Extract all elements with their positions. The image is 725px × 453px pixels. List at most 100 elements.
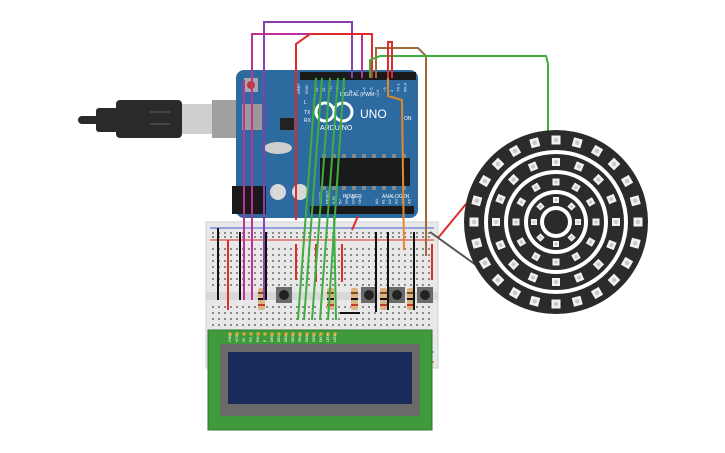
lcd-pin[interactable] xyxy=(277,332,281,336)
push-button[interactable] xyxy=(389,287,405,303)
neopixel-leds xyxy=(469,135,643,309)
lcd-pin[interactable] xyxy=(263,332,267,336)
lcd-pin-label: V0 xyxy=(242,338,246,342)
digital-header xyxy=(300,72,416,80)
pin-label: A5 xyxy=(407,198,412,204)
crystal-oscillator xyxy=(264,142,292,154)
resistor xyxy=(380,288,387,310)
wire-magenta xyxy=(251,33,363,300)
lcd-pin[interactable] xyxy=(312,332,316,336)
pin-label: A2 xyxy=(387,198,392,204)
lcd-pin[interactable] xyxy=(242,332,246,336)
pin-label: GND xyxy=(351,195,356,204)
led-on-label: ON xyxy=(404,116,412,122)
wire-green xyxy=(333,215,337,321)
lcd-pin[interactable] xyxy=(333,332,337,336)
pin-label: A0 xyxy=(374,198,379,204)
pin-label: Vin xyxy=(357,198,362,204)
wire-green xyxy=(369,55,549,150)
lcd-pin-label: DB3 xyxy=(291,335,295,342)
gnd-label: GND xyxy=(304,85,309,94)
wire-red xyxy=(437,203,467,239)
pin-label: RESET xyxy=(325,190,330,204)
pin-label: 5V xyxy=(338,199,343,204)
resistor xyxy=(351,288,358,310)
lcd-pin[interactable] xyxy=(249,332,253,336)
capacitor xyxy=(270,184,286,200)
led-l-label: L xyxy=(304,100,307,106)
lcd-pin-label: DB1 xyxy=(277,335,281,342)
lcd-pin[interactable] xyxy=(228,332,232,336)
lcd-pin[interactable] xyxy=(270,332,274,336)
aref-label: AREF xyxy=(296,83,301,94)
lcd-pin-label: RW xyxy=(256,336,260,342)
wire-red xyxy=(387,41,393,78)
wire-purple xyxy=(263,21,353,300)
wire-green xyxy=(303,77,323,321)
wire-green xyxy=(311,77,331,321)
pin-label: RX 0 xyxy=(402,82,407,92)
led-tx-label: TX xyxy=(304,110,311,116)
lcd-screen xyxy=(228,352,412,404)
pin-label: ~3 xyxy=(382,87,387,92)
pin-label: GND xyxy=(344,195,349,204)
push-button[interactable] xyxy=(361,287,377,303)
lcd-pin[interactable] xyxy=(298,332,302,336)
pin-label: A1 xyxy=(381,198,386,204)
pin-label: TX 1 xyxy=(396,83,401,92)
pin-label: 7 xyxy=(355,89,360,92)
pin-label: 12 xyxy=(321,87,326,92)
digital-header-label: DIGITAL (PWM~) xyxy=(340,92,379,98)
arduino-uno-board[interactable]: ARDUINO UNO DIGITAL (PWM~) POWER ANALOG … xyxy=(232,70,418,218)
neopixel-rings[interactable] xyxy=(464,130,648,314)
usb-chip xyxy=(280,118,294,130)
resistor xyxy=(407,288,414,310)
pin-label: ~6 xyxy=(362,87,367,92)
lcd-pin[interactable] xyxy=(305,332,309,336)
lcd-pin-label: DB2 xyxy=(284,335,288,342)
pin-label: ~5 xyxy=(368,87,373,92)
arduino-brand-label: ARDUINO xyxy=(320,125,353,132)
lcd-pin[interactable] xyxy=(235,332,239,336)
pin-label: A3 xyxy=(394,198,399,204)
wire-red xyxy=(351,215,359,231)
lcd-pin-label: DB4 xyxy=(298,335,302,342)
wire-green xyxy=(327,77,345,321)
lcd-pin-label: GND xyxy=(228,334,232,342)
breadboard-jumpers xyxy=(217,228,433,314)
pin-label: 8 xyxy=(348,89,353,92)
power-analog-header xyxy=(310,206,414,214)
lcd-pin[interactable] xyxy=(256,332,260,336)
pin-label: 4 xyxy=(375,89,380,92)
lcd-pin[interactable] xyxy=(284,332,288,336)
lcd-pin[interactable] xyxy=(291,332,295,336)
atmega-chip xyxy=(320,158,410,186)
lcd-pin[interactable] xyxy=(326,332,330,336)
capacitor xyxy=(292,184,308,200)
lcd-pin-label: DB5 xyxy=(305,335,309,342)
pin-label: 13 xyxy=(314,87,319,92)
lcd-pin-label: LED+ xyxy=(326,333,330,342)
lcd-pin[interactable] xyxy=(319,332,323,336)
usb-cable xyxy=(78,100,262,138)
pin-label: 3.3V xyxy=(331,195,336,204)
wire-green xyxy=(297,77,317,321)
lcd-pin-label: DB7 xyxy=(319,335,323,342)
wire-red xyxy=(295,33,373,220)
lcd-pin-label: LED- xyxy=(333,333,337,342)
pin-label: 2 xyxy=(389,89,394,92)
lcd-pin-label: E xyxy=(263,339,267,342)
wires xyxy=(243,21,641,321)
arduino-model-label: UNO xyxy=(360,107,387,121)
push-button[interactable] xyxy=(276,287,292,303)
led-rx-label: RX xyxy=(304,118,312,124)
wire-green xyxy=(319,77,339,321)
lcd-pin-label: RS xyxy=(249,336,253,342)
wire-orange xyxy=(387,78,405,251)
power-header-label: POWER xyxy=(343,194,362,200)
push-button[interactable] xyxy=(417,287,433,303)
